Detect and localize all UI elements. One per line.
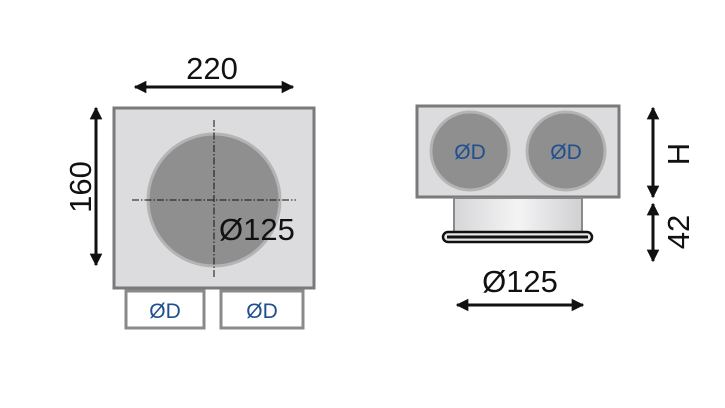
front-port-left-label: ØD <box>149 300 181 323</box>
side-port-right <box>525 110 607 192</box>
front-height-label: 160 <box>63 161 98 213</box>
front-port-left <box>124 289 206 330</box>
side-collar-diameter-label: Ø125 <box>482 264 558 299</box>
front-view: 220 160 Ø125 ØD ØD <box>63 51 316 330</box>
side-collar-height-label: 42 <box>661 215 696 249</box>
side-view: ØD ØD Ø125 H 42 <box>415 104 696 312</box>
front-main-diameter-label: Ø125 <box>219 212 295 247</box>
side-port-right-label: ØD <box>550 141 582 164</box>
front-width-label: 220 <box>186 51 238 86</box>
side-height-label: H <box>661 143 696 165</box>
front-port-right <box>219 289 305 330</box>
side-collar <box>453 197 583 235</box>
side-port-left-label: ØD <box>454 141 486 164</box>
front-port-right-label: ØD <box>246 300 278 323</box>
side-port-left <box>429 110 511 192</box>
